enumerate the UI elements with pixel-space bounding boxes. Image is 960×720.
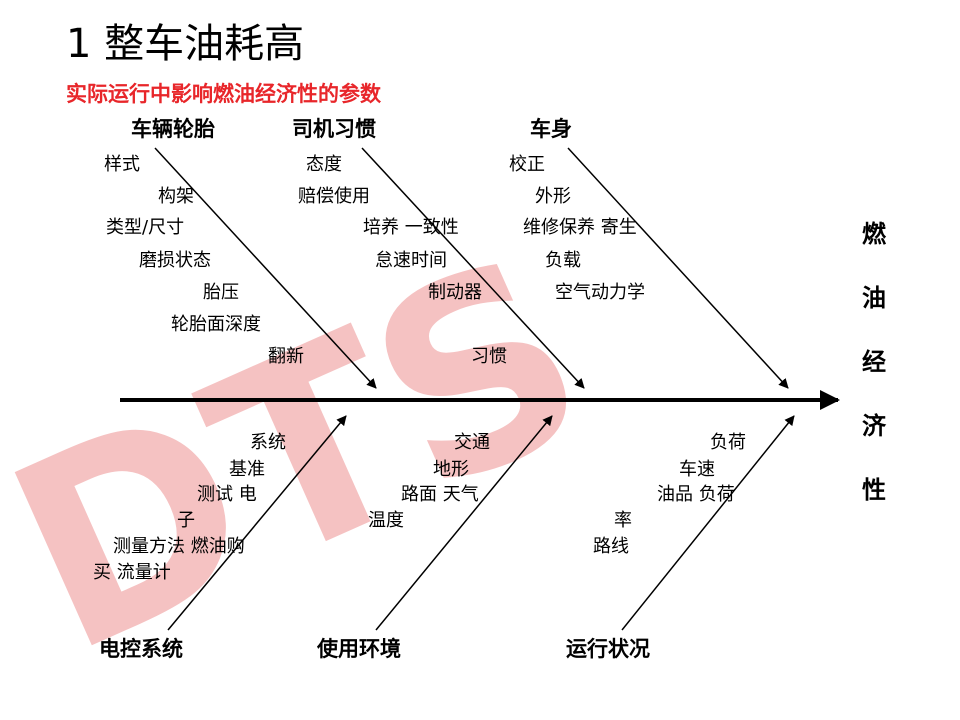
factor-ops: 路线 (593, 536, 629, 557)
factor-driver: 制动器 (428, 282, 482, 303)
factor-ecs: 测量方法 燃油购 (113, 536, 245, 557)
factor-tires: 轮胎面深度 (171, 314, 261, 335)
category-body: 车身 (530, 117, 572, 141)
factor-body: 校正 (509, 154, 545, 175)
bone-env (375, 415, 553, 631)
factor-tires: 胎压 (203, 282, 239, 303)
effect-char: 济 (862, 412, 886, 440)
factor-ecs: 测试 电 (197, 484, 257, 505)
factor-env: 交通 (454, 432, 490, 453)
effect-label: 燃 油 经 济 性 (854, 218, 894, 538)
factor-ecs: 子 (177, 510, 195, 531)
effect-char: 燃 (862, 220, 886, 248)
factor-body: 空气动力学 (555, 282, 645, 303)
factor-body: 外形 (535, 186, 571, 207)
page-subtitle: 实际运行中影响燃油经济性的参数 (66, 82, 381, 106)
factor-tires: 类型/尺寸 (106, 217, 185, 238)
bone-tires (154, 147, 377, 389)
factor-driver: 赔偿使用 (298, 186, 370, 207)
effect-char: 油 (862, 284, 886, 312)
factor-ops: 率 (614, 510, 632, 531)
factor-env: 路面 天气 (401, 484, 479, 505)
factor-ops: 车速 (679, 459, 715, 480)
factor-ecs: 买 流量计 (93, 562, 171, 583)
category-ops: 运行状况 (566, 637, 650, 661)
bone-body (567, 147, 789, 389)
factor-body: 负载 (545, 250, 581, 271)
factor-tires: 翻新 (268, 346, 304, 367)
category-driver: 司机习惯 (292, 117, 376, 141)
effect-char: 性 (862, 476, 886, 504)
factor-tires: 磨损状态 (139, 250, 211, 271)
factor-tires: 样式 (104, 154, 140, 175)
factor-env: 地形 (433, 459, 469, 480)
factor-ecs: 基准 (229, 459, 265, 480)
factor-ops: 油品 负荷 (657, 484, 735, 505)
factor-tires: 构架 (158, 186, 194, 207)
factor-ops: 负荷 (710, 432, 746, 453)
category-ecs: 电控系统 (99, 637, 183, 661)
factor-body: 维修保养 寄生 (523, 217, 637, 238)
factor-driver: 怠速时间 (375, 250, 447, 271)
factor-ecs: 系统 (250, 432, 286, 453)
factor-driver: 习惯 (471, 346, 507, 367)
factor-env: 温度 (368, 510, 404, 531)
bone-driver (361, 147, 585, 389)
category-env: 使用环境 (317, 637, 401, 661)
factor-driver: 态度 (306, 154, 342, 175)
factor-driver: 培养 一致性 (363, 217, 459, 238)
bone-ecs (167, 415, 347, 631)
effect-char: 经 (862, 348, 886, 376)
category-tires: 车辆轮胎 (131, 117, 215, 141)
page-title: 1 整车油耗高 (66, 21, 305, 67)
bone-ops (621, 415, 795, 631)
